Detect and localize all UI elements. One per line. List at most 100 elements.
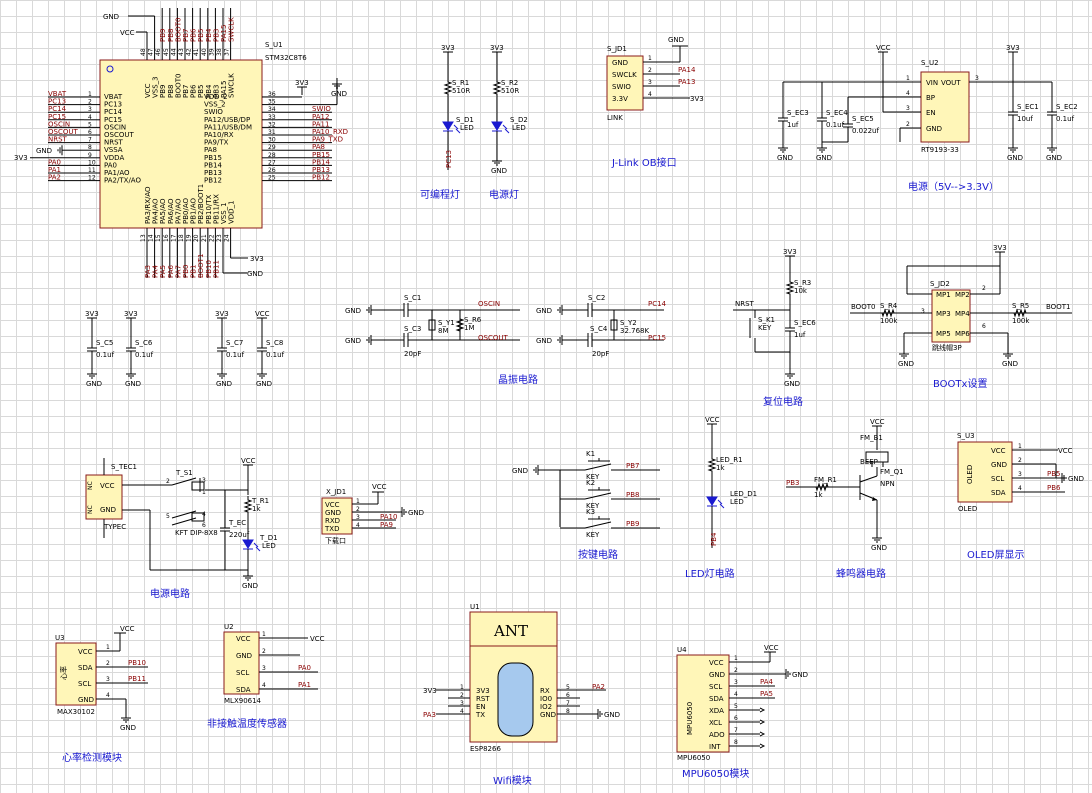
- temp-title: 非接触温度传感器: [207, 717, 287, 730]
- regulator-body: [920, 71, 970, 143]
- mcu-pin-pa10/rx: PA10/RX: [204, 131, 234, 139]
- typec-part: TYPEC: [103, 523, 126, 531]
- mpu-pin-number: 3: [734, 679, 738, 686]
- wifi-pin-number: 7: [566, 700, 570, 707]
- wifi-pin-gnd: GND: [540, 711, 556, 719]
- mpu-title: MPU6050模块: [682, 768, 749, 780]
- temp-pin-sda: SDA: [236, 686, 251, 694]
- jlink-pin-3.3v: 3.3V: [612, 95, 628, 103]
- oled-designator: S_U3: [957, 432, 975, 440]
- crystal-y1: [428, 319, 436, 331]
- res-led-r1-value: 1k: [716, 464, 725, 472]
- npn-value: NPN: [880, 480, 895, 488]
- temp-pin-number: 3: [262, 665, 266, 672]
- net-label-oscout: OSCOUT: [48, 128, 78, 136]
- mcu-pin-oscin: OSCIN: [104, 123, 126, 131]
- net-label-pc14: PC14: [48, 105, 67, 113]
- wifi-pin-number: 5: [566, 684, 570, 691]
- mcu-pin-pa5/ao: PA5/AO: [159, 198, 167, 224]
- net-label-pa9: PA9: [380, 521, 393, 529]
- key-k1-value: KEY: [758, 324, 772, 332]
- mcu-pin-swclk: SWCLK: [228, 73, 236, 98]
- mcu-pin-pb1/ao: PB1/AO: [190, 197, 198, 224]
- cap-c2-value: 20pF: [592, 350, 609, 358]
- gnd-label: GND: [36, 147, 52, 155]
- ledcircuit-title: LED灯电路: [685, 567, 735, 580]
- oled-body-label: OLED: [966, 465, 974, 484]
- mcu-pin-number: 15: [155, 234, 162, 242]
- mcu-pin-pa8: PA8: [204, 146, 217, 154]
- res-t-r1-value: 1k: [252, 505, 261, 513]
- oled-pin-number: 2: [1018, 457, 1022, 464]
- regulator-out-pin: 3: [975, 75, 979, 82]
- mcu-pin-number: 30: [268, 137, 276, 144]
- res-r5: [1010, 308, 1030, 318]
- mcu-pin-number: 39: [208, 48, 215, 56]
- power-label: 3V3: [490, 44, 504, 52]
- power-label: 3V3: [215, 310, 229, 318]
- mcu-pin-number: 16: [163, 234, 170, 242]
- temp-pin-scl: SCL: [236, 669, 249, 677]
- mcu-pin-vcc: VCC: [144, 83, 152, 98]
- heart-title: 心率检测模块: [62, 751, 122, 764]
- pnum: 1: [202, 489, 206, 496]
- mcu-pin-number: 18: [178, 234, 185, 242]
- res-r4: [878, 308, 898, 318]
- res-r4-value: 100k: [880, 317, 898, 325]
- mcu-pin-pa6/ao: PA6/AO: [167, 198, 175, 224]
- mcu-pin-number: 10: [88, 159, 96, 166]
- cap-ec5-designator: S_EC5: [852, 115, 874, 123]
- cap-c1-designator: S_C1: [404, 294, 421, 302]
- led-d1-circuit: [706, 496, 718, 506]
- mcu-pin-number: 2: [88, 99, 92, 106]
- mcu-pin-number: 34: [268, 106, 276, 113]
- mcu-pin-vdda: VDDA: [104, 154, 124, 162]
- mcu-pin-number: 25: [268, 175, 276, 182]
- buzzer-designator: FM_B1: [860, 434, 883, 442]
- led-ray: [504, 128, 510, 134]
- switch-part: KFT DIP-8X8: [175, 529, 218, 537]
- buzzer-title: 蜂鸣器电路: [836, 567, 886, 580]
- mpu-pin-vcc: VCC: [709, 659, 724, 667]
- gnd-label: GND: [408, 509, 424, 517]
- net-label-pa4: PA4: [152, 264, 160, 278]
- oled-pin-number: 4: [1018, 485, 1022, 492]
- decap-s_c5-designator: S_C5: [96, 339, 113, 347]
- pnum: 1: [906, 75, 910, 82]
- mcu-pin-number: 40: [201, 48, 208, 56]
- mcu-pin-number: 26: [268, 167, 276, 174]
- cap-c3-designator: S_C3: [404, 325, 421, 333]
- serial-designator: X_JD1: [326, 488, 346, 496]
- mcu-pin-swio: SWIO: [204, 108, 223, 116]
- net-label-pb6: PB6: [1047, 484, 1061, 492]
- net-label-pb9: PB9: [626, 520, 639, 528]
- temp-pin-number: 2: [262, 648, 266, 655]
- npn-arrow: [872, 497, 877, 501]
- regulator-pin-vin: VIN: [926, 79, 938, 87]
- typec-nc2: NC: [87, 505, 94, 514]
- pnum: 3: [921, 308, 925, 315]
- oled-pin-number: 3: [1018, 471, 1022, 478]
- res-led-r1: [707, 455, 717, 475]
- led-d2-value: LED: [512, 124, 526, 132]
- oled-part: OLED: [958, 505, 977, 513]
- net-label-pb4: PB4: [710, 532, 718, 546]
- led-ray: [717, 499, 723, 505]
- mpu-no-connect: [759, 719, 766, 725]
- gnd-label: GND: [784, 380, 800, 388]
- cap-t-ec-value: 220uf: [229, 531, 250, 539]
- net-label-pb5: PB5: [197, 29, 205, 42]
- oled-pin-scl: SCL: [991, 475, 1004, 483]
- key-k2-designator: K2: [586, 479, 595, 487]
- net-label-pc15: PC15: [648, 334, 666, 342]
- mcu-pin-number: 48: [140, 48, 147, 56]
- typec-nc: NC: [87, 481, 94, 490]
- net-label-pa3: PA3: [144, 265, 152, 278]
- cap-ec2-value: 0.1uf: [1056, 115, 1075, 123]
- jlink-part: LINK: [607, 114, 623, 122]
- wifi-pin-number: 2: [460, 692, 464, 699]
- key-k1-designator: K1: [586, 450, 595, 458]
- mcu-pin-pa9/tx: PA9/TX: [204, 139, 229, 147]
- mcu-pin-number: 35: [268, 99, 276, 106]
- net-label-oscin: OSCIN: [478, 300, 500, 308]
